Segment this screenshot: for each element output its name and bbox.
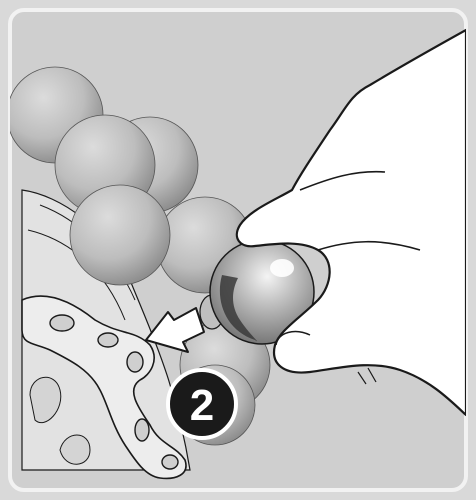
ball-highlight	[270, 259, 294, 277]
step-badge: 2	[168, 370, 236, 438]
step-number: 2	[190, 381, 214, 430]
bearing-ball	[70, 185, 170, 285]
